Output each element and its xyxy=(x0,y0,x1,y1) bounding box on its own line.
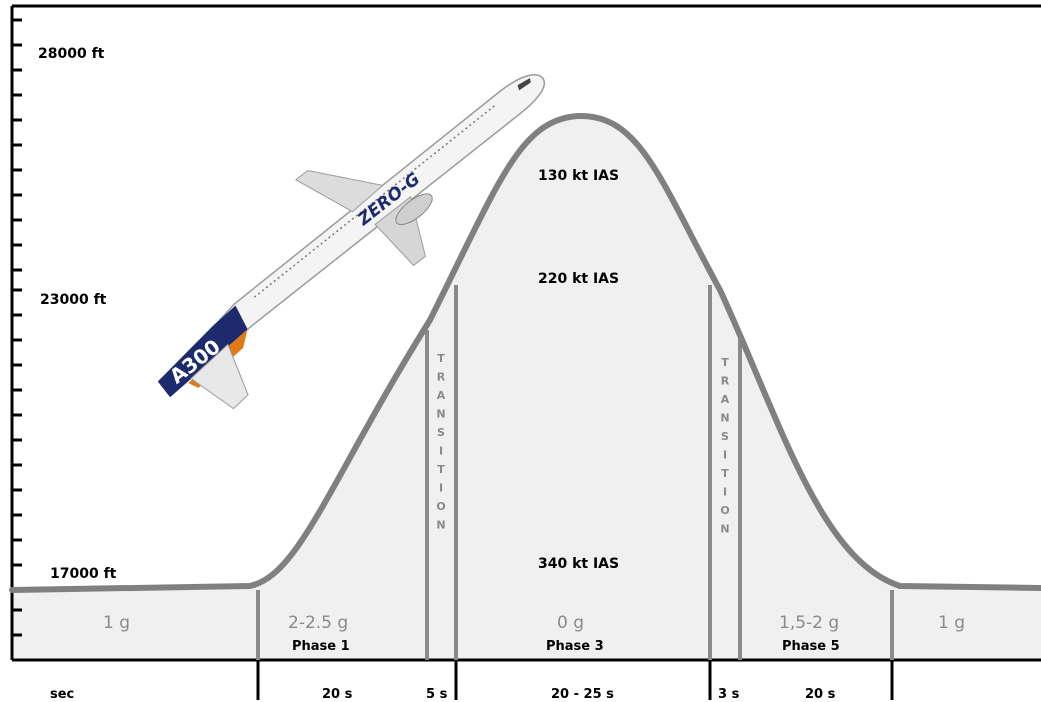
transition-letter: O xyxy=(720,504,729,517)
transition-letter: N xyxy=(436,519,445,532)
flight-profile-curve xyxy=(9,112,1041,593)
time-phase3: 20 - 25 s xyxy=(551,687,614,702)
transition-letter: T xyxy=(721,467,729,480)
g-load-phase1: 2-2.5 g xyxy=(288,613,348,633)
aircraft-windows xyxy=(253,103,498,298)
y-axis-ticks xyxy=(12,18,22,637)
time-transition2: 3 s xyxy=(718,687,740,702)
a300-aircraft-image: A300 ZERO-G xyxy=(157,74,546,410)
time-phase5: 20 s xyxy=(805,687,836,702)
time-separators xyxy=(256,660,894,700)
transition-letter: S xyxy=(437,426,445,439)
g-load-phase3: 0 g xyxy=(557,613,584,633)
transition-letter: T xyxy=(437,352,445,365)
g-load-phase0: 1 g xyxy=(103,613,130,633)
aircraft-engine xyxy=(395,193,433,226)
aircraft-fuselage xyxy=(161,74,546,395)
transition-letter: N xyxy=(720,412,729,425)
aircraft-wing xyxy=(294,169,384,213)
phase-label-5: Phase 5 xyxy=(782,639,840,654)
aircraft-tail-fin xyxy=(190,343,249,410)
transition-letter: T xyxy=(437,463,445,476)
time-phase1: 20 s xyxy=(322,687,353,702)
transition-letter: A xyxy=(721,393,730,406)
profile-fill xyxy=(12,115,1041,660)
speed-label-220: 220 kt IAS xyxy=(538,271,619,287)
transition-letter: O xyxy=(436,500,445,513)
altitude-label-23000: 23000 ft xyxy=(40,292,107,308)
transition-letter: N xyxy=(436,408,445,421)
transition-letter: I xyxy=(439,445,443,458)
transition-letter: T xyxy=(721,356,729,369)
speed-label-130: 130 kt IAS xyxy=(538,168,619,184)
g-load-phase5: 1,5-2 g xyxy=(779,613,839,633)
transition-letter: A xyxy=(437,389,446,402)
transition-letter: I xyxy=(723,449,727,462)
phase-separators xyxy=(256,285,894,660)
g-load-phase6: 1 g xyxy=(938,613,965,633)
transition-letter: R xyxy=(437,371,446,384)
transition-letter: I xyxy=(439,482,443,495)
transition-letter: R xyxy=(721,375,730,388)
time-transition1: 5 s xyxy=(426,687,448,702)
transition-letter: I xyxy=(723,486,727,499)
altitude-label-28000: 28000 ft xyxy=(38,46,105,62)
transition-letter: S xyxy=(721,430,729,443)
speed-label-340: 340 kt IAS xyxy=(538,556,619,572)
time-unit-label: sec xyxy=(50,687,74,702)
phase-label-1: Phase 1 xyxy=(292,639,350,654)
aircraft-cockpit xyxy=(517,78,531,91)
aircraft-tail-livery xyxy=(157,305,248,398)
altitude-label-17000: 17000 ft xyxy=(50,566,117,582)
transition-letter: N xyxy=(720,523,729,536)
phase-label-3: Phase 3 xyxy=(546,639,604,654)
